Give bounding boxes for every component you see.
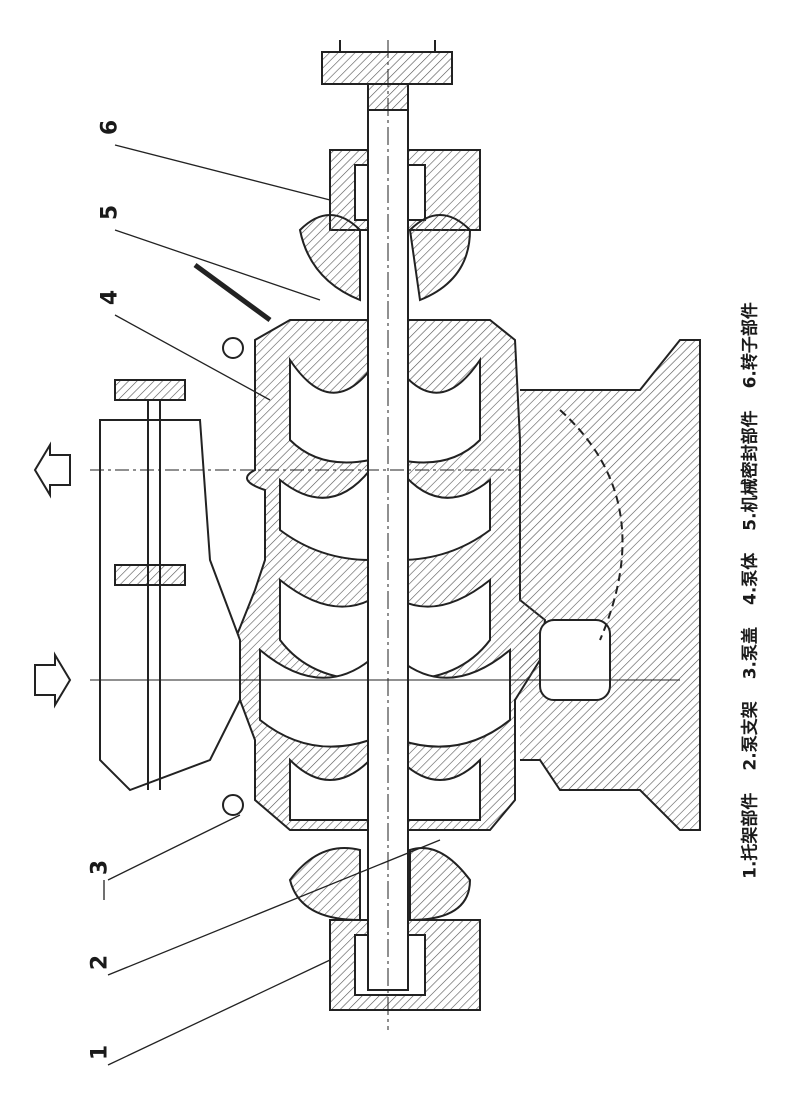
callout-6: 6 xyxy=(97,119,123,136)
legend-item: 2.泵支架 xyxy=(740,701,761,771)
legend-item: 5.机械密封部件 xyxy=(740,410,761,531)
suction-arrow-icon xyxy=(34,651,72,709)
callout-1: 1 xyxy=(87,1044,113,1061)
legend-item: 3.泵盖 xyxy=(740,627,761,680)
pump-support-foot xyxy=(520,339,701,831)
discharge-arrow-icon xyxy=(33,441,71,499)
legend-item: 6.转子部件 xyxy=(740,302,761,389)
legend-item: 1.托架部件 xyxy=(740,792,761,879)
callout-4: 4 xyxy=(97,289,123,306)
legend-item: 4.泵体 xyxy=(740,552,761,605)
nozzles xyxy=(90,262,680,816)
callout-2: 2 xyxy=(87,954,113,971)
parts-legend: 1.托架部件 2.泵支架 3.泵盖 4.泵体 5.机械密封部件 6.转子部件 xyxy=(736,281,761,901)
callout-3: 3 xyxy=(87,859,113,876)
leader-lines xyxy=(103,144,441,1066)
callout-5: 5 xyxy=(97,204,123,221)
